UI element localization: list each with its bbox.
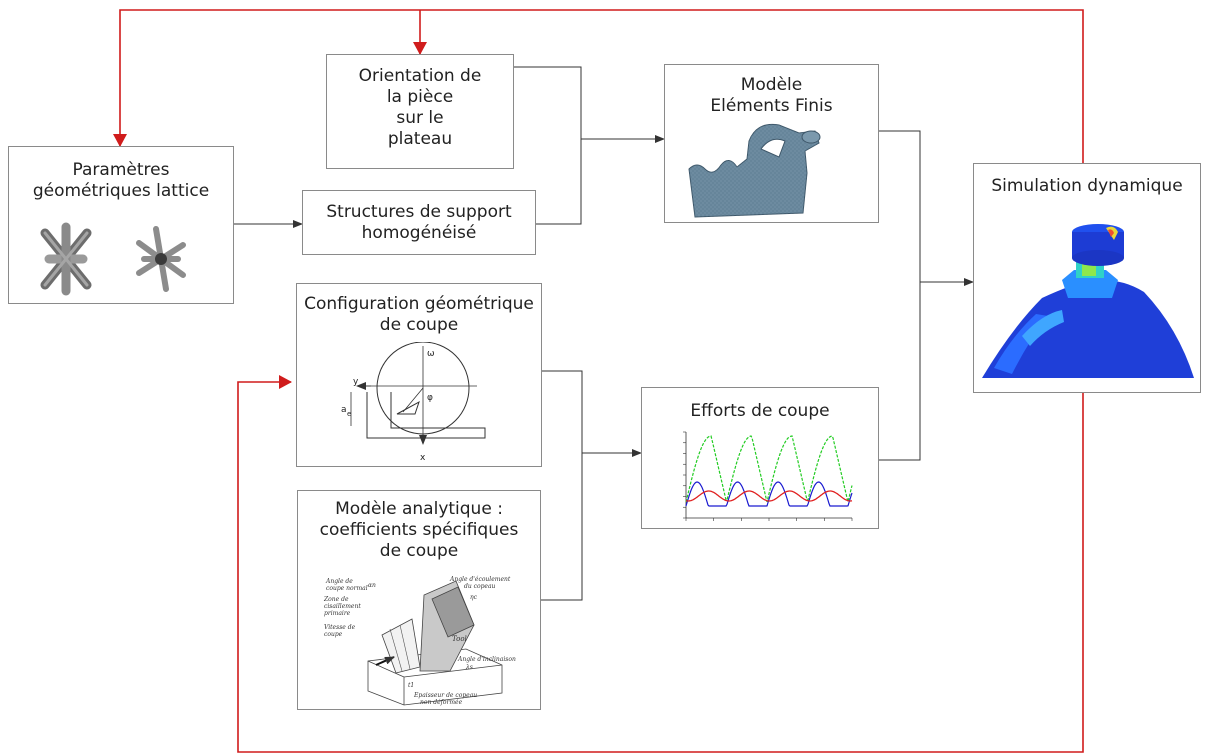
- box-title: Simulation dynamique: [991, 176, 1183, 196]
- box-title: Configuration géométrique de coupe: [304, 294, 534, 335]
- flow-lines: [233, 66, 974, 601]
- lattice-cells-image: [40, 222, 186, 296]
- y-axis-label: y: [353, 377, 359, 387]
- label-inclination: Angle d'inclinaison: [457, 656, 516, 663]
- label-shear-zone: Zone de: [323, 596, 349, 603]
- box-finite-element-model: Modèle Eléments Finis: [664, 64, 879, 223]
- label-tool: Tool: [452, 635, 467, 643]
- feedback-loop: [113, 9, 1084, 753]
- symbol-eta: ηc: [470, 594, 478, 601]
- box-support-structures: Structures de support homogénéisé: [302, 190, 536, 255]
- force-series-blue: [685, 481, 853, 507]
- box-title: Structures de support homogénéisé: [326, 202, 512, 243]
- box-cutting-configuration: Configuration géométrique de coupe ω φ y…: [296, 283, 542, 467]
- x-axis-label: x: [420, 453, 426, 463]
- box-lattice-parameters: Paramètres géométriques lattice: [8, 146, 234, 304]
- box-title: Modèle analytique : coefficients spécifi…: [319, 499, 519, 561]
- box-cutting-forces: Efforts de coupe: [641, 387, 879, 529]
- box-title: Modèle Eléments Finis: [710, 75, 833, 116]
- symbol-lambda: λs: [465, 664, 473, 671]
- svg-text:primaire: primaire: [324, 610, 351, 617]
- svg-text:non déformée: non déformée: [420, 699, 463, 706]
- svg-text:coupe normal: coupe normal: [326, 585, 368, 592]
- box-title: Paramètres géométriques lattice: [32, 160, 210, 201]
- label-chip-thickness: Epaisseur de copeau: [413, 692, 477, 699]
- svg-text:cisaillement: cisaillement: [324, 603, 361, 610]
- svg-text:coupe: coupe: [324, 631, 343, 638]
- simulation-contour-image: [982, 224, 1194, 378]
- box-dynamic-simulation: Simulation dynamique: [973, 163, 1201, 393]
- box-title: Orientation de la pièce sur le plateau: [358, 66, 482, 149]
- label-normal-rake: Angle de: [325, 578, 353, 585]
- label-chip-flow: Angle d'écoulement: [449, 576, 511, 583]
- box-orientation: Orientation de la pièce sur le plateau: [326, 54, 514, 169]
- box-title: Efforts de coupe: [690, 401, 830, 421]
- symbol-alpha: αn: [368, 582, 376, 589]
- mesh-part-image: [688, 123, 821, 218]
- phi-label: φ: [427, 393, 433, 403]
- oblique-cutting-figure: Angle de coupe normal αn Angle d'écoulem…: [323, 576, 516, 706]
- symbol-t1: t1: [408, 682, 414, 689]
- force-series-red: [685, 490, 853, 502]
- box-analytical-model: Modèle analytique : coefficients spécifi…: [297, 490, 541, 710]
- label-cutting-speed: Vitesse de: [324, 624, 356, 631]
- force-series-green: [685, 435, 853, 503]
- omega-label: ω: [427, 349, 435, 359]
- ae-subscript: e: [347, 410, 351, 418]
- svg-text:du copeau: du copeau: [464, 583, 496, 590]
- ae-label: a: [341, 405, 347, 415]
- cutting-geometry-sketch: ω φ y x a e: [341, 342, 486, 463]
- cutting-forces-plot: [683, 431, 853, 521]
